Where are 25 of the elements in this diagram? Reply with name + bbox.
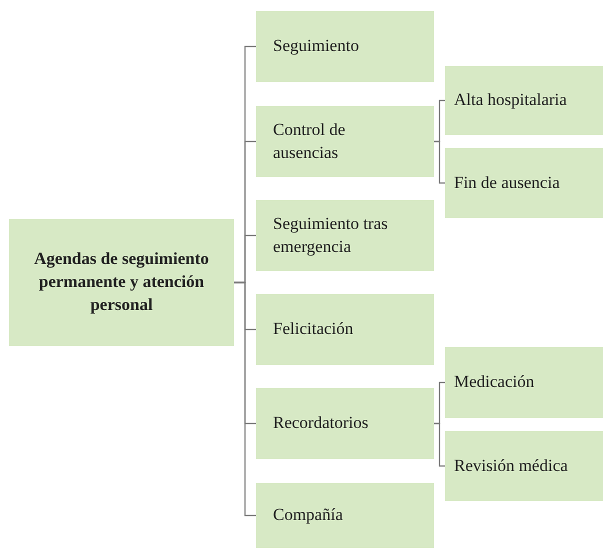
topic-box (445, 347, 603, 418)
topic-label: Felicitación (273, 318, 354, 340)
topic-box (256, 106, 434, 177)
topic-label: Compañía (273, 504, 343, 526)
root-label: Agendas de seguimiento permanente y atención personal (33, 248, 210, 316)
topic-label: Control de ausencias (273, 118, 346, 164)
topic-label: Medicación (454, 371, 534, 394)
topic-box (256, 294, 434, 365)
topic-label: Alta hospitalaria (454, 89, 567, 112)
topic-label: Fin de ausencia (454, 172, 560, 194)
topic-box (256, 200, 434, 271)
topic-box (445, 66, 603, 135)
topic-label: Seguimiento tras emergencia (273, 212, 389, 258)
topic-box (256, 11, 434, 82)
topic-label: Seguimiento (273, 35, 359, 58)
topic-box (445, 148, 603, 218)
connector-line (234, 282, 256, 516)
topic-box (256, 388, 434, 459)
topic-box (256, 483, 434, 548)
connector-line (434, 422, 445, 467)
connector-line (434, 140, 445, 184)
topic-label: Revisión médica (454, 454, 568, 477)
topic-label: Recordatorios (273, 412, 368, 434)
root-box (9, 219, 234, 346)
topic-box (445, 431, 603, 501)
